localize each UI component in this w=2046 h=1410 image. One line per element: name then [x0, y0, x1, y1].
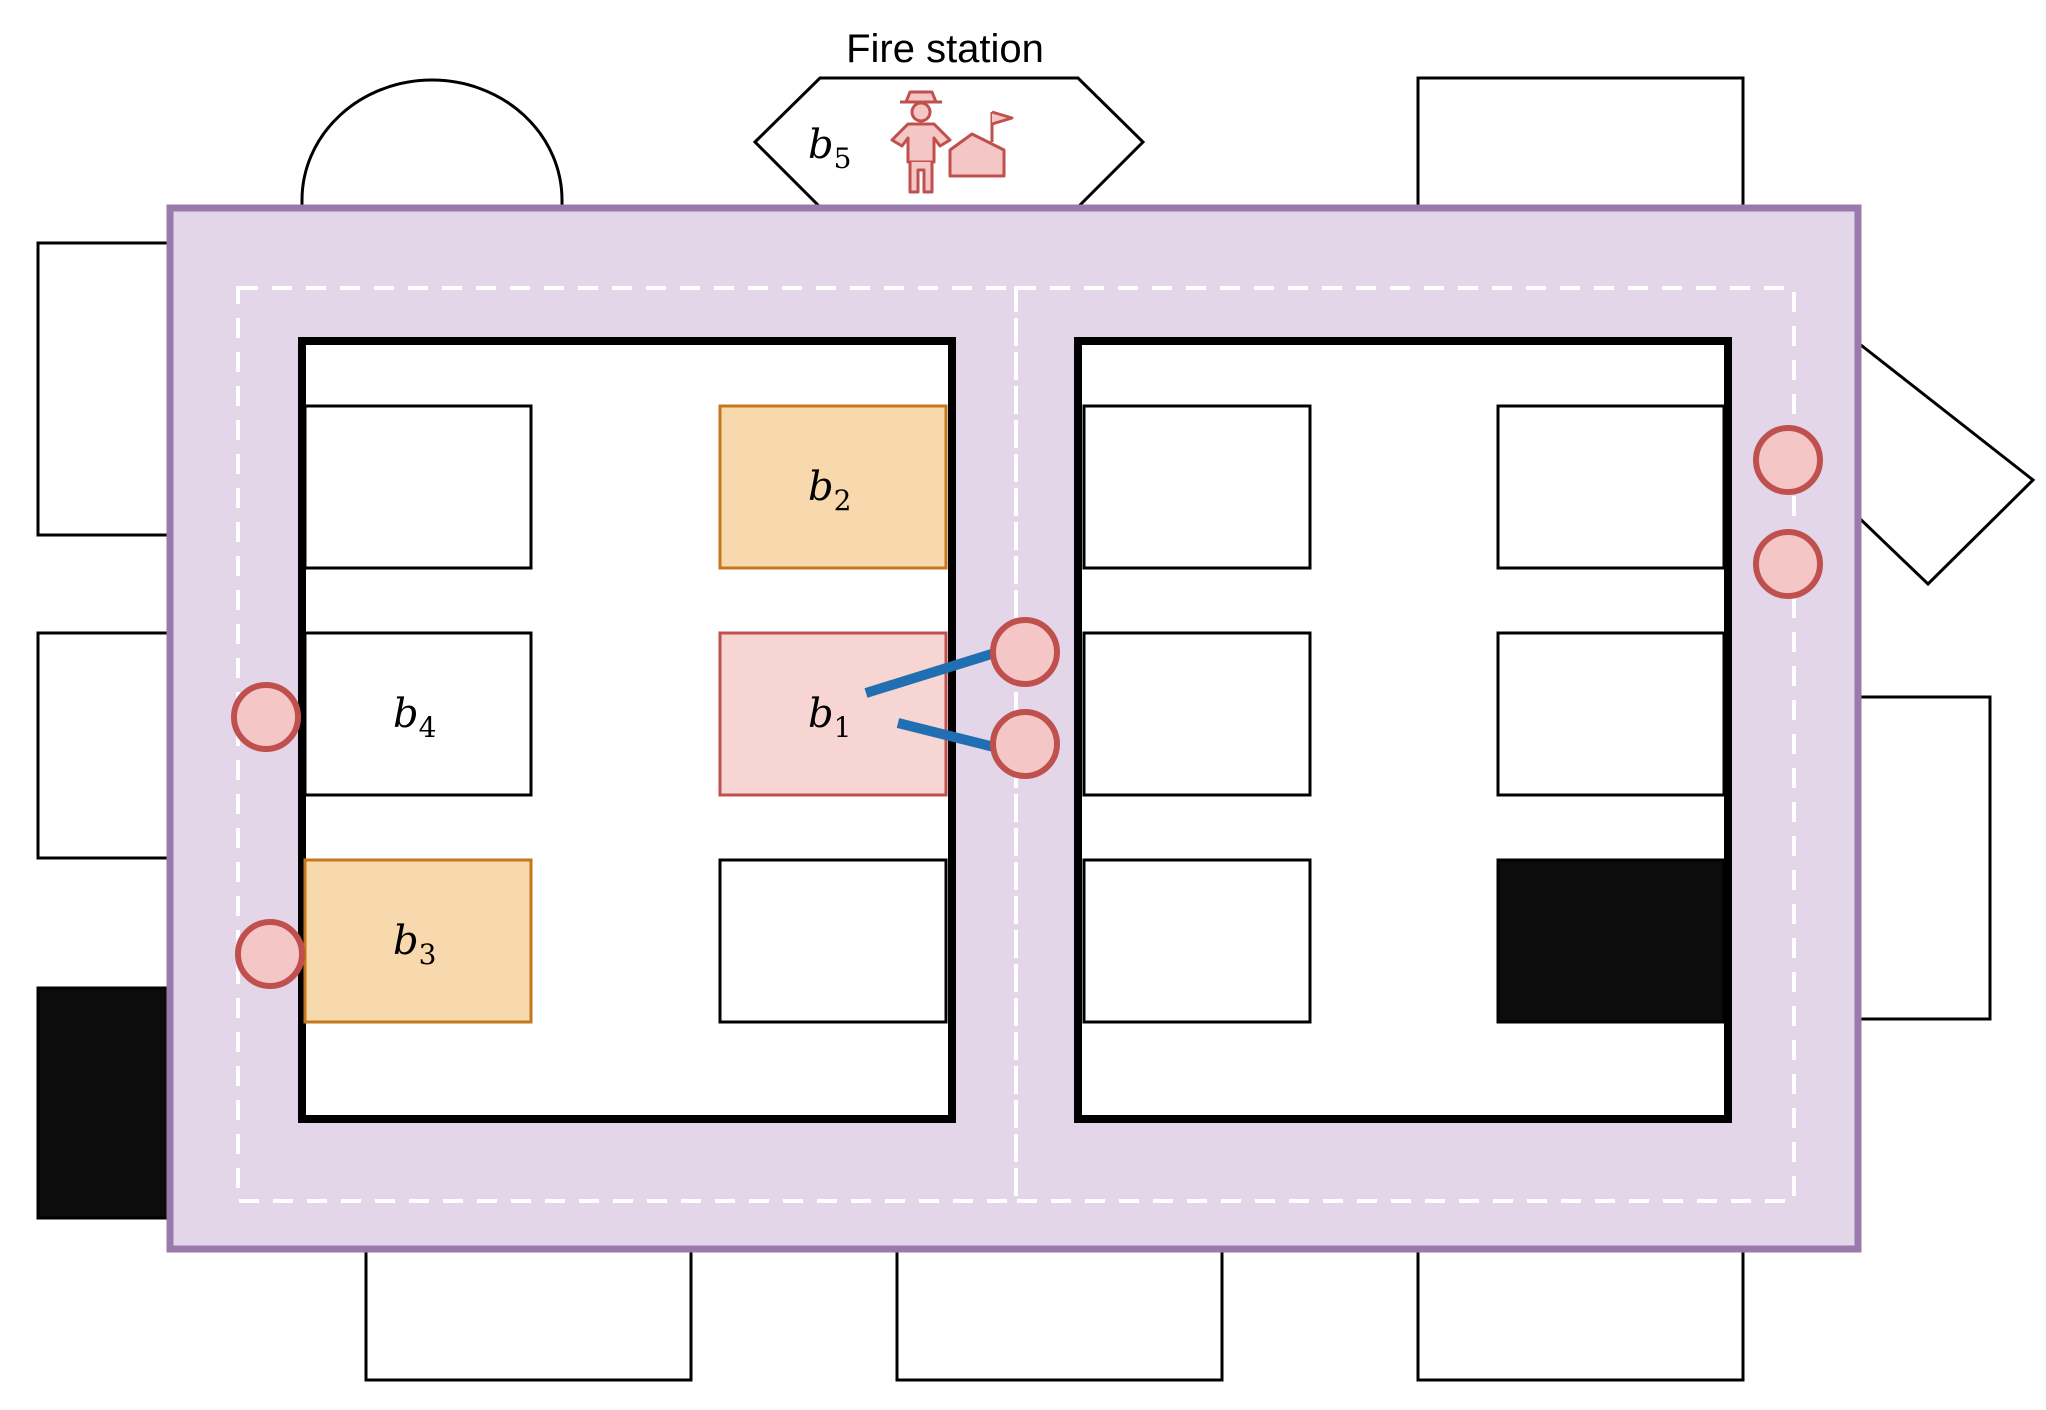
firefighter-icon: [890, 90, 952, 194]
diamond-building: [1853, 338, 2036, 587]
building-b1: [718, 631, 948, 797]
building-bottom-left: [364, 1248, 693, 1382]
burnt-building-left: [36, 986, 172, 1220]
agent-1: [990, 617, 1060, 687]
agent-2: [990, 709, 1060, 779]
assignment-line-1: [864, 647, 1000, 698]
building-r-5: [1082, 858, 1312, 1024]
label-b4: b4: [393, 691, 436, 744]
building-left-top: [36, 241, 170, 537]
building-r-2: [1496, 404, 1726, 570]
label-b3: b3: [393, 918, 436, 971]
building-r-1: [1082, 404, 1312, 570]
fire-station-label: Fire station: [846, 27, 1044, 71]
agent-6: [1753, 529, 1823, 599]
building-r-4: [1496, 631, 1726, 797]
assignment-line-2: [896, 718, 1000, 753]
building-b3: [303, 858, 533, 1024]
building-r-3: [1082, 631, 1312, 797]
agent-3: [231, 682, 301, 752]
building-b2: [718, 404, 948, 570]
label-b1: b1: [808, 691, 851, 744]
fire-station-b5: b5: [752, 76, 1146, 209]
burnt-building-right: [1496, 858, 1726, 1024]
building-bottom-middle: [895, 1248, 1224, 1382]
building-b4: [303, 631, 533, 797]
label-b2: b2: [808, 464, 851, 517]
building-top-right: [1416, 76, 1745, 210]
agent-4: [235, 919, 305, 989]
building-left-middle: [36, 631, 170, 860]
fire-station-building-icon: [948, 110, 1014, 178]
building-l-6: [718, 858, 948, 1024]
building-bottom-right: [1416, 1248, 1745, 1382]
agent-5: [1753, 425, 1823, 495]
label-b5: b5: [808, 122, 851, 175]
building-right: [1858, 695, 1992, 1021]
domed-building: [300, 78, 564, 209]
building-l-1: [303, 404, 533, 570]
